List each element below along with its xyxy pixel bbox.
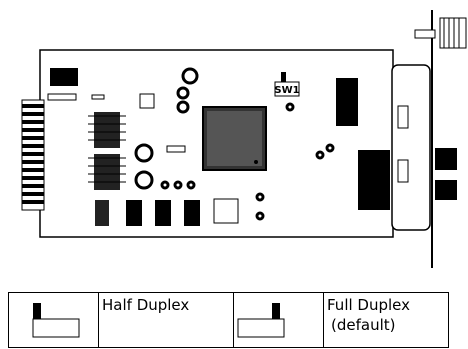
switch-sw1-label: SW1 (274, 85, 299, 96)
full-duplex-label: Full Duplex (327, 296, 411, 314)
full-duplex-switch-cell (233, 292, 324, 348)
full-duplex-label-cell: Full Duplex (default) (323, 292, 449, 348)
switch-position-full-icon (237, 303, 285, 338)
full-duplex-default-note: (default) (331, 316, 396, 334)
vias (160, 102, 335, 221)
capacitors (134, 67, 199, 190)
mounting-bracket (391, 64, 431, 231)
transceiver-block (336, 78, 358, 126)
ic-left-top (94, 112, 120, 148)
pcb-board-diagram: SW1 (21, 10, 467, 268)
switch-position-half-icon (32, 303, 80, 338)
switch-sw1-body (281, 72, 286, 82)
ic-left-bottom (94, 154, 120, 190)
power-jack (50, 68, 78, 86)
half-duplex-switch-cell (8, 292, 99, 348)
duplex-legend-table: Half Duplex Full Duplex (default) (8, 292, 449, 348)
half-duplex-label: Half Duplex (98, 292, 234, 348)
edge-connector-pins (22, 104, 44, 204)
